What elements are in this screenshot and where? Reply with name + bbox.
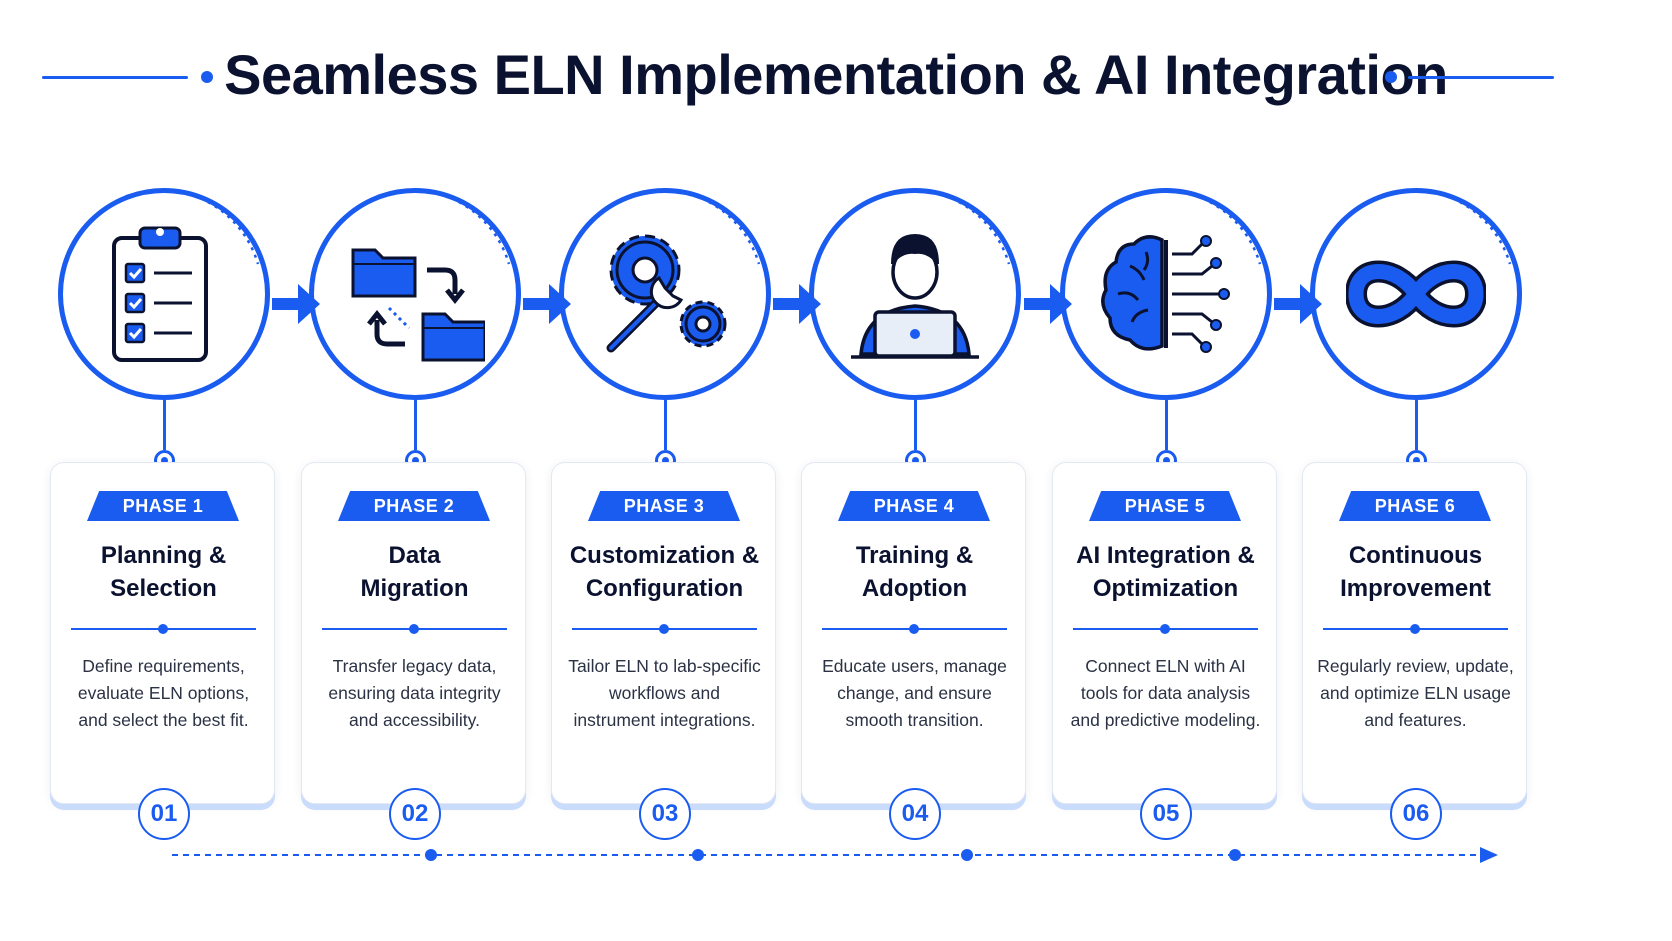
connector-stem — [1165, 400, 1168, 450]
header: Seamless ELN Implementation & AI Integra… — [0, 0, 1672, 160]
phase-badge: PHASE 6 — [1339, 491, 1491, 521]
arrow-right-icon — [1274, 284, 1322, 324]
gears-wrench-icon — [606, 234, 727, 353]
phase-card: PHASE 3 Customization &Configuration Tai… — [551, 462, 776, 804]
phase-badge: PHASE 2 — [338, 491, 490, 521]
separator-dot — [1410, 624, 1420, 634]
arrow-right-icon — [272, 284, 320, 324]
arrow-right-icon — [1024, 284, 1072, 324]
title-decoration-line-left — [42, 76, 188, 79]
separator-dot — [158, 624, 168, 634]
separator-dot — [909, 624, 919, 634]
phase-badge: PHASE 4 — [838, 491, 990, 521]
arrow-right-icon — [773, 284, 821, 324]
infinity-loop-icon — [1346, 260, 1486, 328]
separator-dot — [1160, 624, 1170, 634]
title-decoration-line-right — [1408, 76, 1554, 79]
title-decoration-dot-right — [1385, 71, 1397, 83]
connector-stem — [414, 400, 417, 450]
phase-card: PHASE 1 Planning &Selection Define requi… — [50, 462, 275, 804]
title-decoration-dot-left — [201, 71, 213, 83]
phase-title: Customization &Configuration — [569, 542, 760, 602]
separator-dot — [409, 624, 419, 634]
phase-number: 02 — [389, 788, 441, 840]
phase-title: Planning &Selection — [100, 542, 227, 602]
phase-number: 05 — [1140, 788, 1192, 840]
phase-title: AI Integration &Optimization — [1076, 542, 1255, 602]
separator-dot — [659, 624, 669, 634]
phase-5: PHASE 5 AI Integration &Optimization Con… — [1052, 0, 1285, 941]
phase-card: PHASE 5 AI Integration &Optimization Con… — [1052, 462, 1277, 804]
phase-card: PHASE 4 Training &Adoption Educate users… — [801, 462, 1026, 804]
user-laptop-icon — [851, 234, 979, 359]
arrow-right-icon — [523, 284, 571, 324]
phase-3: PHASE 3 Customization &Configuration Tai… — [551, 0, 784, 941]
connector-stem — [664, 400, 667, 450]
page-title: Seamless ELN Implementation & AI Integra… — [224, 43, 1448, 106]
phase-description: Regularly review, update,and optimize EL… — [1317, 656, 1514, 730]
phase-description: Define requirements,evaluate ELN options… — [77, 656, 250, 730]
phase-number: 06 — [1390, 788, 1442, 840]
phase-4: PHASE 4 Training &Adoption Educate users… — [801, 0, 1034, 941]
phase-title: Training &Adoption — [855, 542, 974, 602]
phase-badge: PHASE 1 — [87, 491, 239, 521]
folder-transfer-icon — [351, 248, 485, 362]
clipboard-checklist-icon — [112, 226, 208, 362]
phase-badge: PHASE 5 — [1089, 491, 1241, 521]
connector-stem — [1415, 400, 1418, 450]
timeline-dashed-arrow — [172, 847, 1498, 863]
brain-circuit-icon — [1101, 235, 1230, 353]
phase-number: 04 — [889, 788, 941, 840]
phase-1: PHASE 1 Planning &Selection Define requi… — [50, 0, 283, 941]
phase-description: Transfer legacy data,ensuring data integ… — [328, 656, 501, 730]
connector-stem — [163, 400, 166, 450]
phase-number: 01 — [138, 788, 190, 840]
connector-stem — [914, 400, 917, 450]
phase-number: 03 — [639, 788, 691, 840]
phase-badge: PHASE 3 — [588, 491, 740, 521]
